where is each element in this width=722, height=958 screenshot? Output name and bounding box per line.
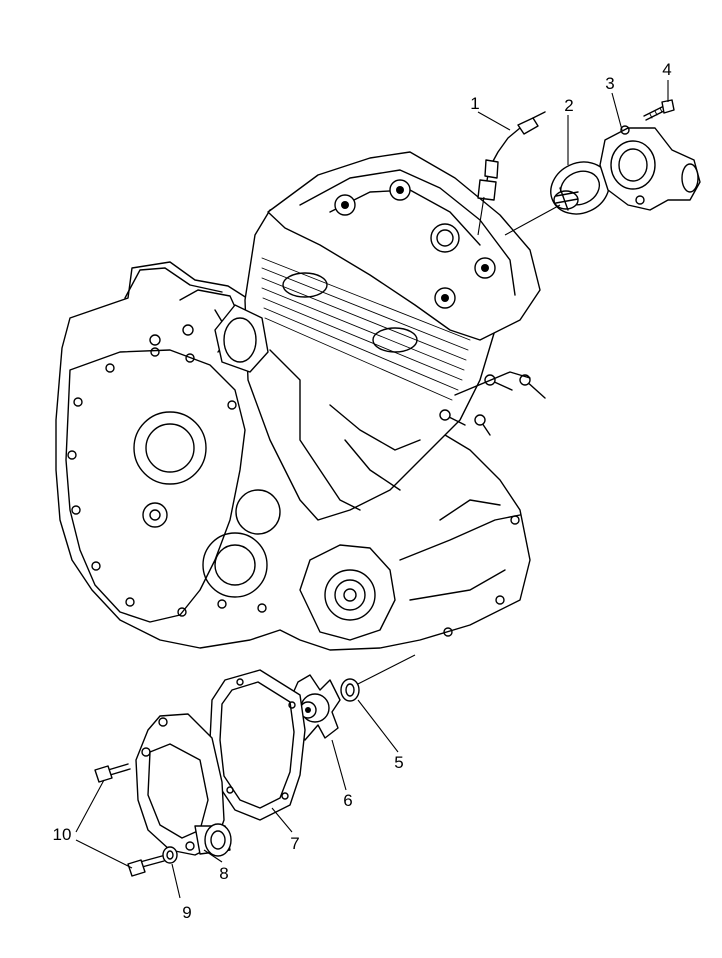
valve-cover-bolts bbox=[334, 179, 496, 309]
callout-labels: 1 2 3 4 5 6 7 8 9 10 bbox=[53, 60, 672, 922]
callout-4: 4 bbox=[662, 60, 671, 79]
part-gasket bbox=[209, 669, 306, 821]
part-water-pump-cover bbox=[135, 713, 232, 857]
cylinder-cooling-fins bbox=[261, 257, 471, 401]
callout-5: 5 bbox=[394, 753, 403, 772]
part-oil-seal bbox=[340, 678, 360, 702]
callout-leaders bbox=[75, 80, 669, 899]
callout-3: 3 bbox=[605, 74, 614, 93]
callout-2: 2 bbox=[564, 96, 573, 115]
alignment-line-thermostat bbox=[504, 204, 561, 236]
callout-9: 9 bbox=[182, 903, 191, 922]
part-pump-cover-bolts bbox=[94, 763, 165, 877]
crankcase-bolt-holes bbox=[67, 347, 520, 637]
callout-7: 7 bbox=[290, 834, 299, 853]
part-cover-bolt-4 bbox=[643, 99, 675, 121]
alignment-line-pump bbox=[349, 654, 416, 689]
exhaust-studs bbox=[439, 374, 546, 436]
engine-cylinder-head bbox=[214, 151, 546, 521]
callout-6: 6 bbox=[343, 791, 352, 810]
part-washer bbox=[162, 846, 178, 864]
part-thermostat-cover bbox=[599, 125, 701, 211]
part-spark-plug bbox=[477, 111, 546, 236]
callout-8: 8 bbox=[219, 864, 228, 883]
callout-1: 1 bbox=[470, 94, 479, 113]
callout-10: 10 bbox=[53, 825, 72, 844]
